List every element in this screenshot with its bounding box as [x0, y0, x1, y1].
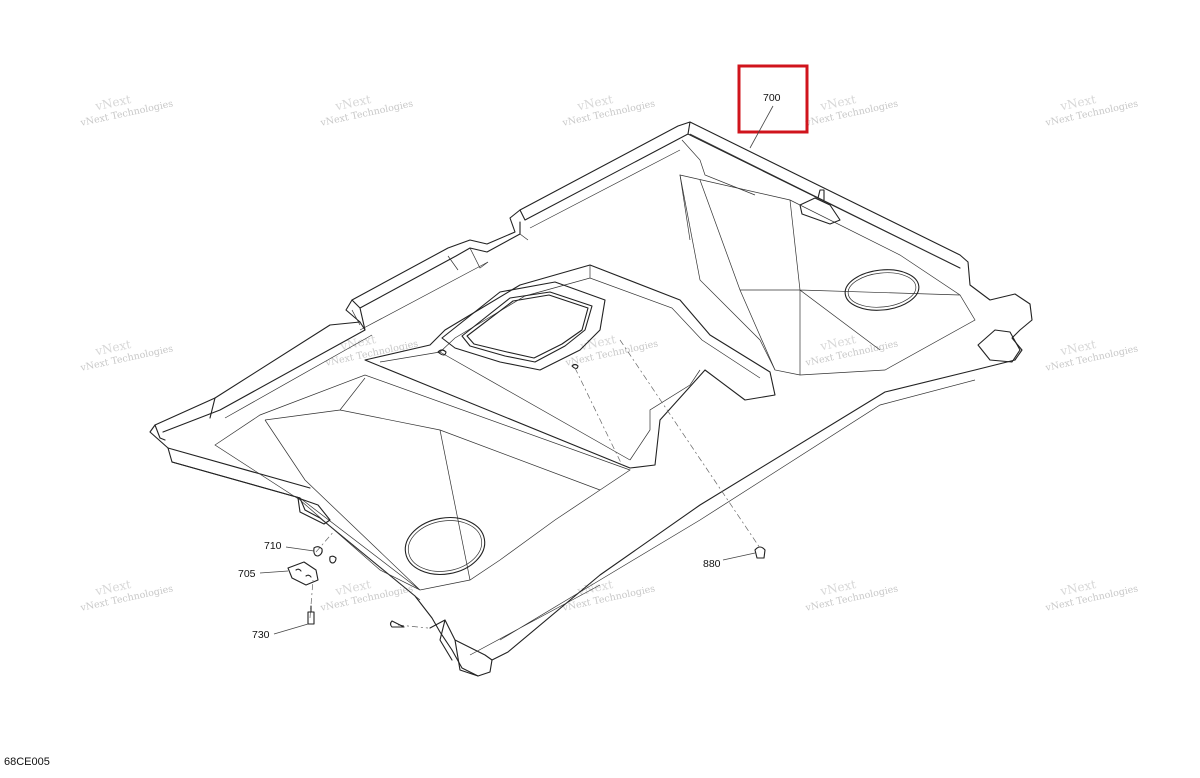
roof-flange-ribs: [351, 233, 529, 326]
watermark: vNext vNext Technologies: [1044, 92, 1140, 129]
roof-left-recess: [214, 374, 631, 591]
assembly-line-730: [309, 579, 314, 619]
roof-mount-tab-right: [799, 189, 841, 225]
watermark: vNext vNext Technologies: [79, 577, 175, 614]
callout-880[interactable]: 880: [703, 552, 756, 570]
watermark: vNext vNext Technologies: [804, 577, 900, 614]
callout-700[interactable]: 700: [737, 64, 809, 149]
assembly-line-710: [315, 529, 336, 553]
screw-left-lower[interactable]: [389, 620, 405, 628]
watermark: vNext vNext Technologies: [79, 337, 175, 374]
watermark: vNext vNext Technologies: [561, 92, 657, 129]
speaker-opening-left: [404, 517, 486, 575]
roof-lower-edge: [319, 379, 976, 656]
callout-880-label: 880: [703, 558, 721, 570]
roof-hatch-outer: [441, 281, 606, 371]
callout-700-label: 700: [763, 92, 781, 104]
roof-corner-right: [977, 329, 1021, 363]
roof-hatch-seal: [466, 294, 589, 359]
roof-center-panel: [364, 264, 776, 469]
callout-705-label: 705: [238, 568, 256, 580]
assembly-line-left-screw: [397, 624, 429, 629]
roof-right-recess: [679, 174, 976, 376]
speaker-opening-right-inner: [847, 272, 917, 308]
callout-705[interactable]: 705: [238, 568, 289, 580]
screw-730[interactable]: [307, 605, 315, 625]
speaker-opening-right: [844, 269, 920, 311]
watermark: vNext vNext Technologies: [319, 92, 415, 129]
clip-880[interactable]: [754, 546, 766, 559]
callout-730[interactable]: 730: [252, 623, 309, 641]
speaker-opening-left-inner: [407, 520, 483, 572]
diagram-id: 68CE005: [4, 756, 50, 768]
watermark: vNext vNext Technologies: [319, 577, 415, 614]
roof-left-recess-ribs: [264, 377, 601, 591]
callout-710[interactable]: 710: [264, 540, 315, 552]
watermark: vNext vNext Technologies: [1044, 337, 1140, 374]
roof-panel[interactable]: [149, 121, 1033, 677]
bracket-705[interactable]: [287, 561, 319, 586]
watermark: vNext vNext Technologies: [804, 92, 900, 129]
roof-center-panel-inner: [379, 265, 761, 461]
roof-outer-edge: [149, 121, 1033, 677]
roof-front-lip: [154, 424, 311, 499]
roof-clip-center-left: [437, 349, 447, 356]
watermark: vNext vNext Technologies: [79, 92, 175, 129]
watermark: vNext vNext Technologies: [564, 332, 660, 369]
callout-710-label: 710: [264, 540, 282, 552]
roof-right-recess-ribs: [679, 174, 961, 375]
roof-rear-flange-inner: [224, 133, 949, 419]
watermark: vNext vNext Technologies: [1044, 577, 1140, 614]
callout-730-label: 730: [252, 629, 270, 641]
callout-700-highlight: [737, 64, 809, 134]
watermark: vNext vNext Technologies: [804, 332, 900, 369]
assembly-line-center: [574, 367, 623, 466]
roof-corner-left: [429, 619, 493, 677]
roof-mount-tab-left: [297, 497, 331, 525]
roof-hatch-inner: [461, 291, 593, 363]
nut-710[interactable]: [313, 546, 337, 564]
roof-clip-center-mid: [571, 363, 579, 370]
